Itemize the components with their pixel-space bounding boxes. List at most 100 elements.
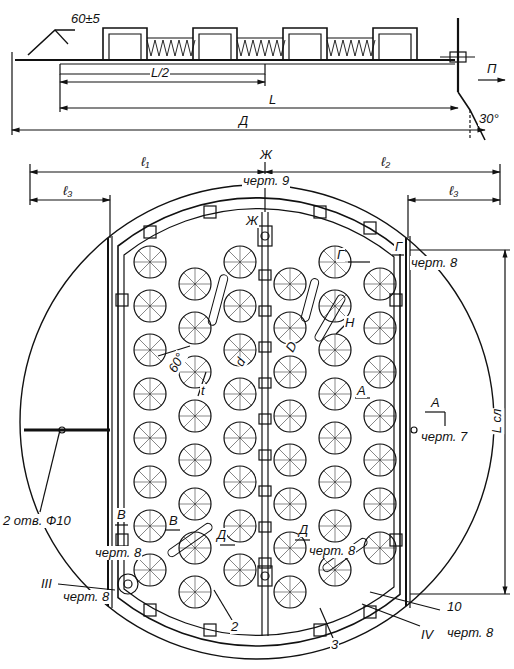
clamp <box>116 534 128 546</box>
hole-spoke <box>279 449 302 472</box>
clamp <box>259 378 271 388</box>
hole-spoke <box>324 515 347 538</box>
hole-spoke <box>139 383 162 406</box>
hole-spoke <box>324 471 347 494</box>
teeth <box>237 40 285 56</box>
channel <box>103 28 147 60</box>
hole-spoke <box>324 427 347 450</box>
valve-hole <box>179 488 211 520</box>
hole-spoke <box>139 339 162 362</box>
clamp <box>259 522 271 532</box>
drawing-label: черт. 9 <box>242 174 290 188</box>
hole-spoke <box>279 273 302 296</box>
cap-top <box>327 37 373 38</box>
hole-spoke <box>184 317 207 340</box>
hole-spoke <box>369 405 392 428</box>
hole-spoke <box>184 493 207 516</box>
valve-hole <box>319 378 351 410</box>
clamp <box>204 206 216 218</box>
hole-spoke <box>184 537 207 560</box>
drawing-label: 30° <box>478 112 500 126</box>
drawing-label: III <box>40 577 53 591</box>
valve-hole <box>364 356 396 388</box>
valve-hole <box>134 334 166 366</box>
clamp <box>390 294 402 306</box>
hole-spoke <box>369 317 392 340</box>
valve-hole <box>319 510 351 542</box>
valve-hole <box>179 312 211 344</box>
hole-spoke <box>139 251 162 274</box>
valve-hole <box>364 532 396 564</box>
drawing-label: 2 отв. Ф10 <box>2 514 72 528</box>
channel <box>373 28 417 60</box>
clamp <box>364 606 376 618</box>
valve-hole <box>134 290 166 322</box>
drawing-label: черт. 8 <box>410 256 458 270</box>
drawing-label: 10 <box>446 600 462 614</box>
hole-spoke <box>324 339 347 362</box>
clamp <box>364 222 376 234</box>
valve-caps <box>103 28 417 60</box>
valve-hole <box>179 576 211 608</box>
valve-hole <box>134 510 166 542</box>
valve-hole <box>364 312 396 344</box>
drawing-label: В <box>116 508 127 522</box>
channel <box>193 28 237 60</box>
valve-hole <box>319 334 351 366</box>
valve-hole <box>364 400 396 432</box>
drawing-label: черт. 8 <box>62 590 110 604</box>
teeth <box>147 40 195 56</box>
hole-spoke <box>324 295 347 318</box>
channel <box>289 34 321 60</box>
hole-spoke <box>184 273 207 296</box>
valve-hole <box>274 356 306 388</box>
drawing-label: ℓ₃ <box>62 184 73 198</box>
valve-hole <box>274 400 306 432</box>
drawing-label: t <box>200 384 206 398</box>
hole-spoke <box>229 471 252 494</box>
hole-spoke <box>139 427 162 450</box>
valve-hole <box>364 488 396 520</box>
hole-spoke <box>369 537 392 560</box>
valve-hole <box>179 400 211 432</box>
drawing-label: Д <box>298 523 309 537</box>
clamp <box>314 624 326 636</box>
drawing-label: 3 <box>330 638 339 652</box>
hole-spoke <box>369 273 392 296</box>
hole-spoke <box>184 449 207 472</box>
valve-hole <box>179 532 211 564</box>
valve-hole <box>274 576 306 608</box>
valve-hole <box>134 378 166 410</box>
valve-hole <box>224 554 256 586</box>
valve-hole <box>179 268 211 300</box>
valve-hole <box>274 488 306 520</box>
channel <box>283 28 327 60</box>
hole-spoke <box>229 559 252 582</box>
plan-view <box>20 162 510 659</box>
drawing-label: L сл <box>490 408 504 434</box>
hole-spoke <box>139 515 162 538</box>
drawing-label: A <box>430 396 441 410</box>
channel <box>379 34 411 60</box>
drawing-label: L <box>268 93 277 107</box>
valve-hole <box>224 422 256 454</box>
hole-spoke <box>229 515 252 538</box>
clamp <box>259 270 271 280</box>
hole-spoke <box>184 405 207 428</box>
valve-hole <box>224 290 256 322</box>
clamp <box>259 450 271 460</box>
drawing-label: ℓ₃ <box>448 184 459 198</box>
valve-hole <box>319 422 351 454</box>
channel <box>199 34 231 60</box>
valve-holes <box>134 246 396 608</box>
slots <box>166 274 368 573</box>
hole-spoke <box>369 449 392 472</box>
drawing-label: IV <box>420 628 434 642</box>
drawing-label: Д <box>216 528 227 542</box>
clamp <box>144 604 156 616</box>
valve-hole <box>224 510 256 542</box>
valve-hole <box>319 246 351 278</box>
drawing-label: черт. 8 <box>308 544 356 558</box>
